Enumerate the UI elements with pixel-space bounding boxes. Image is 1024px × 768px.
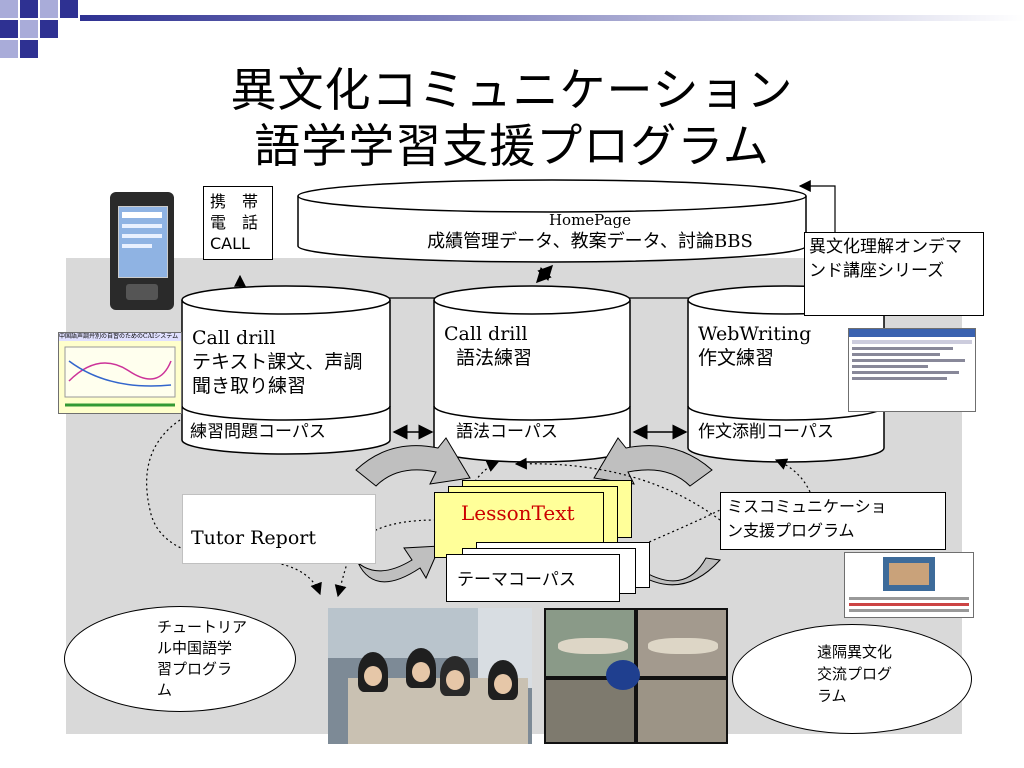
dotted-theme-to-right [639,509,721,547]
miscomm-line-1: ミスコミュニケーショ [727,497,887,516]
tutor-report-box: Tutor Report [182,494,376,564]
cylinder-middle-label: Call drill 語法練習 [444,322,624,370]
homepage-label: HomePage 成績管理データ、教案データ、討論BBS [380,210,800,254]
curved-arrow-right [593,437,713,487]
cylinder-right-line-1: WebWriting [698,323,812,345]
cylinder-left-label: Call drill テキスト課文、声調 聞き取り練習 [192,326,388,398]
ondemand-line-2: ンド講座シリーズ [809,261,945,281]
cylinder-middle-line-1: Call drill [444,323,528,345]
cai-system-screenshot: 中国語声調弁別の自習のためのCAIシステム [58,332,182,414]
tutorial-line-1: チュートリア [157,618,248,636]
cylinder-left-corpus: 練習問題コーパス [190,422,326,442]
remote-line-1: 遠隔異文化 [817,643,893,661]
title-line-1: 異文化コミュニケーション [230,63,794,117]
theme-corpus-stack: テーマコーパス [446,542,652,604]
mobile-call-line-1: 携 帯 [210,192,259,211]
cylinder-left-line-1: Call drill [192,327,276,349]
remote-exchange-oval: 遠隔異文化 交流プログ ラム [732,624,972,734]
cai-graph [64,346,176,407]
arrow-homepage-middle [535,264,554,284]
mobile-call-line-2: 電 話 [210,213,259,232]
dotted-lesson-to-middle [469,460,500,491]
curved-arrow-bottom-left [343,543,441,583]
cylinder-right-label: WebWriting 作文練習 [698,322,858,370]
cylinder-left [181,285,391,455]
dotted-left-to-tutorial [146,419,322,596]
ondemand-lecture-box: 異文化理解オンデマ ンド講座シリーズ [804,232,984,316]
homepage-title: HomePage [548,211,632,229]
cylinder-middle-line-2: 語法練習 [456,347,533,369]
tutorial-line-4: ム [157,681,173,699]
dotted-miscomm-to-right [774,458,811,493]
cylinder-middle-corpus: 語法コーパス [456,422,558,442]
webwriting-screenshot [848,328,976,412]
mobile-phone-image [110,192,174,310]
remote-line-3: ラム [817,687,847,705]
cylinder-right-corpus: 作文添削コーパス [698,422,834,442]
miscommunication-box: ミスコミュニケーショ ン支援プログラム [720,492,946,550]
video-conference-photo [544,608,728,744]
tutorial-line-3: 習プログラ [157,660,233,678]
cai-screenshot-caption: 中国語声調弁別の自習のためのCAIシステム [59,333,181,341]
cylinder-left-line-3: 聞き取り練習 [192,375,307,397]
tutorial-line-2: ル中国語学 [157,639,233,657]
tutor-report-label: Tutor Report [191,527,316,549]
curved-arrow-left [355,437,471,487]
tutorial-program-oval: チュートリア ル中国語学 習プログラ ム [64,606,296,712]
tutorial-classroom-photo [328,608,532,744]
mobile-call-line-3: CALL [210,234,250,253]
homepage-subtitle: 成績管理データ、教案データ、討論BBS [427,231,753,252]
ondemand-line-1: 異文化理解オンデマ [809,237,962,257]
theme-corpus-label: テーマコーパス [457,570,576,590]
mobile-call-box: 携 帯 電 話 CALL [203,186,273,260]
lesson-text-label: LessonText [461,501,575,525]
miscomm-line-2: ン支援プログラム [727,521,855,540]
corner-decoration [0,0,1024,60]
cylinder-right-line-2: 作文練習 [698,347,775,369]
cylinder-middle [433,285,631,463]
page-title: 異文化コミュニケーション 語学学習支援プログラム [0,62,1024,174]
title-line-2: 語学学習支援プログラム [254,119,770,173]
homepage-cylinder [297,179,807,263]
dotted-miscomm-to-middle [514,457,721,521]
remote-line-2: 交流プログ [817,665,893,683]
cylinder-left-line-2: テキスト課文、声調 [192,351,363,373]
remote-exchange-screenshot [844,552,974,618]
